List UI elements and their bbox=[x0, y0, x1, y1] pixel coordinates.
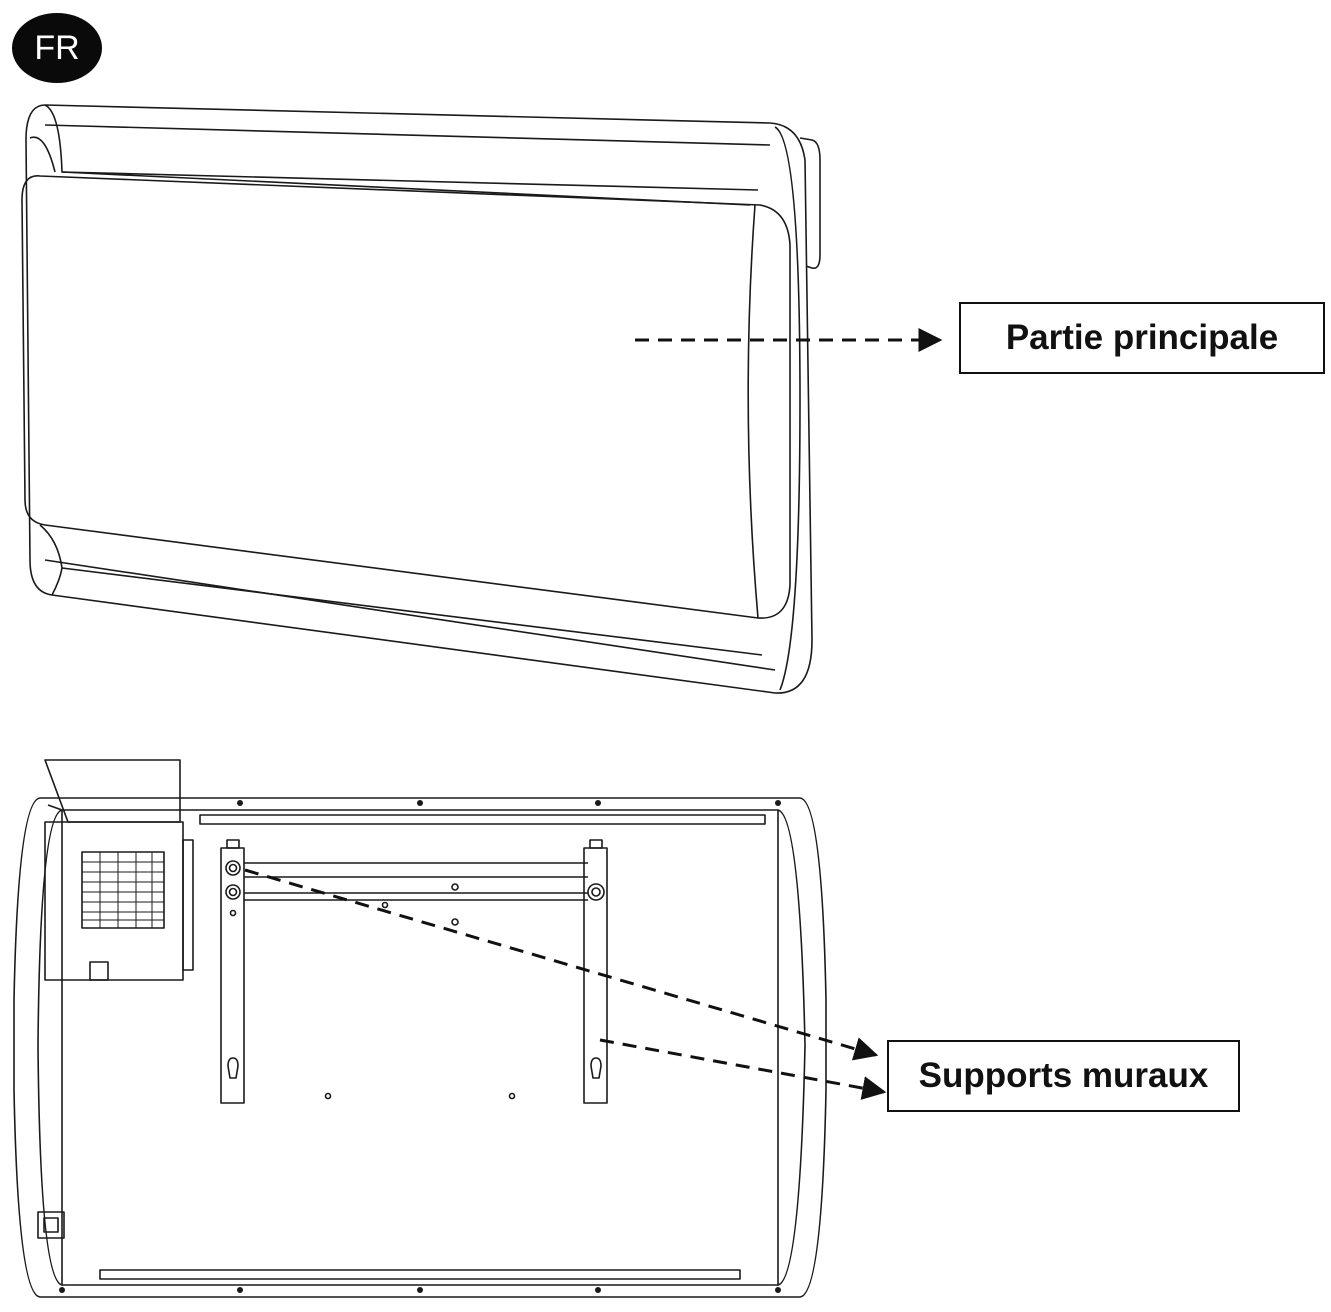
power-plug bbox=[37, 1211, 65, 1239]
heater-front-panel bbox=[21, 175, 791, 619]
heater-front-view bbox=[21, 104, 821, 694]
heater-outer-body bbox=[25, 104, 813, 694]
back-outer-shell bbox=[13, 797, 827, 1298]
back-inner-frame bbox=[61, 809, 779, 1286]
language-badge: FR bbox=[12, 13, 102, 83]
main-part-label: Partie principale bbox=[959, 302, 1325, 374]
grille-lines bbox=[82, 852, 164, 928]
control-box-flap bbox=[44, 759, 181, 823]
control-box bbox=[44, 821, 184, 981]
heater-bottom-rail bbox=[39, 524, 763, 656]
supports-arrow-lower bbox=[599, 1038, 887, 1100]
heater-top-rail bbox=[44, 104, 751, 206]
heater-right-cap bbox=[747, 204, 759, 619]
left-wall-bracket bbox=[220, 847, 245, 1104]
bottom-vent-strip bbox=[99, 1269, 741, 1280]
top-vent-strip bbox=[199, 814, 766, 825]
heater-back-view bbox=[13, 759, 827, 1298]
control-box-grille bbox=[81, 851, 165, 929]
heater-side-control bbox=[799, 137, 821, 270]
frame-screws bbox=[59, 800, 781, 1293]
supports-arrow-upper bbox=[244, 868, 879, 1061]
wall-supports-label: Supports muraux bbox=[887, 1040, 1240, 1112]
